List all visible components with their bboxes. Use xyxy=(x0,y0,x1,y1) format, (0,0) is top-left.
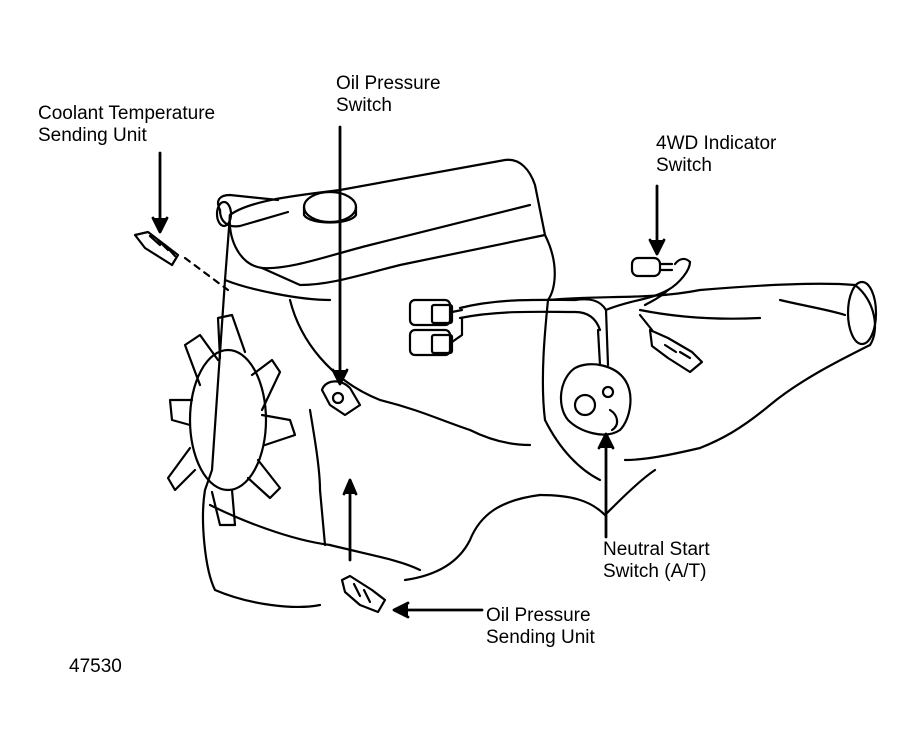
coolant-temperature-sending-unit-label: Coolant Temperature Sending Unit xyxy=(38,103,215,147)
indicator-4wd-switch xyxy=(630,256,674,278)
transmission xyxy=(546,280,878,517)
label-line: 4WD Indicator xyxy=(656,133,777,154)
label-line: Coolant Temperature xyxy=(38,103,216,124)
label-line: Oil Pressure xyxy=(336,73,441,94)
label-line: Neutral Start xyxy=(603,539,710,560)
label-line: Sending Unit xyxy=(486,627,595,648)
coolant-sensor xyxy=(133,230,180,267)
valve-cover xyxy=(215,158,556,302)
neutral-start-switch xyxy=(559,363,632,436)
figure-number: 47530 xyxy=(69,656,122,677)
oil-pressure-sending-unit xyxy=(340,574,387,614)
neutral-start-switch-label: Neutral Start Switch (A/T) xyxy=(603,539,710,583)
pointer-arrows xyxy=(151,125,666,619)
label-line: Switch xyxy=(656,155,712,176)
label-line: Switch (A/T) xyxy=(603,561,707,582)
indicator-4wd-switch-label: 4WD Indicator Switch xyxy=(656,133,776,177)
indicator-sensor-right xyxy=(638,313,704,374)
wiring-harness xyxy=(408,257,692,367)
oil-pressure-switch-label: Oil Pressure Switch xyxy=(336,73,441,117)
oil-pressure-sending-unit-label: Oil Pressure Sending Unit xyxy=(486,605,595,649)
label-line: Switch xyxy=(336,95,392,116)
engine-block xyxy=(183,213,607,608)
label-line: Sending Unit xyxy=(38,125,147,146)
cooling-fan xyxy=(166,313,297,527)
label-line: Oil Pressure xyxy=(486,605,591,626)
